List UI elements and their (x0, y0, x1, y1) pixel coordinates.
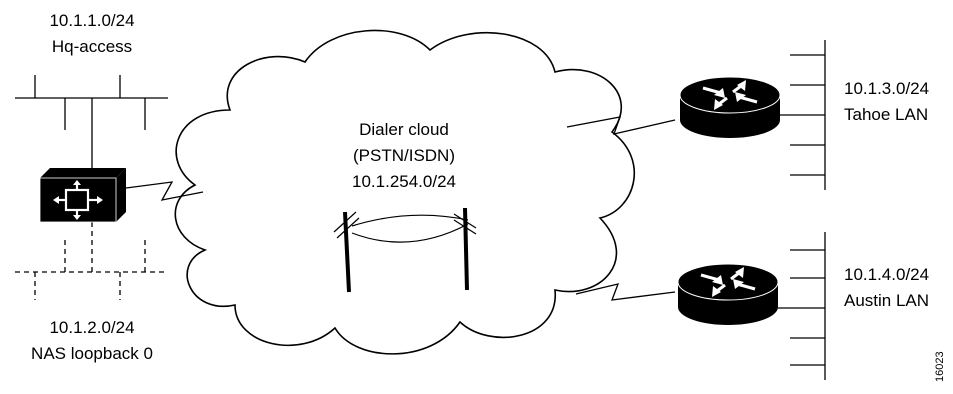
tahoe-name-label: Tahoe LAN (844, 105, 929, 124)
hq-name-label: Hq-access (51, 37, 133, 56)
access-server-icon (39, 168, 126, 223)
tahoe-lan (780, 40, 826, 190)
figure-id-label: 16023 (934, 351, 946, 382)
dialer-cloud (174, 29, 636, 355)
austin-router-icon (677, 263, 779, 325)
telephone-poles-icon (333, 207, 477, 293)
hq-access-lan (15, 75, 168, 168)
tahoe-router-icon (679, 76, 781, 138)
austin-name-label: Austin LAN (844, 291, 930, 310)
nas-name-label: NAS loopback 0 (31, 344, 153, 363)
serial-links (125, 116, 676, 301)
austin-lan (778, 232, 826, 380)
hq-subnet-label: 10.1.1.0/24 (49, 11, 135, 30)
nas-subnet-label: 10.1.2.0/24 (49, 318, 135, 337)
cloud-type-label: (PSTN/ISDN) (353, 146, 455, 165)
tahoe-subnet-label: 10.1.3.0/24 (844, 79, 930, 98)
austin-subnet-label: 10.1.4.0/24 (844, 265, 930, 284)
cloud-title-label: Dialer cloud (359, 120, 449, 139)
cloud-subnet-label: 10.1.254.0/24 (352, 172, 456, 191)
nas-loopback-lan (15, 222, 168, 300)
